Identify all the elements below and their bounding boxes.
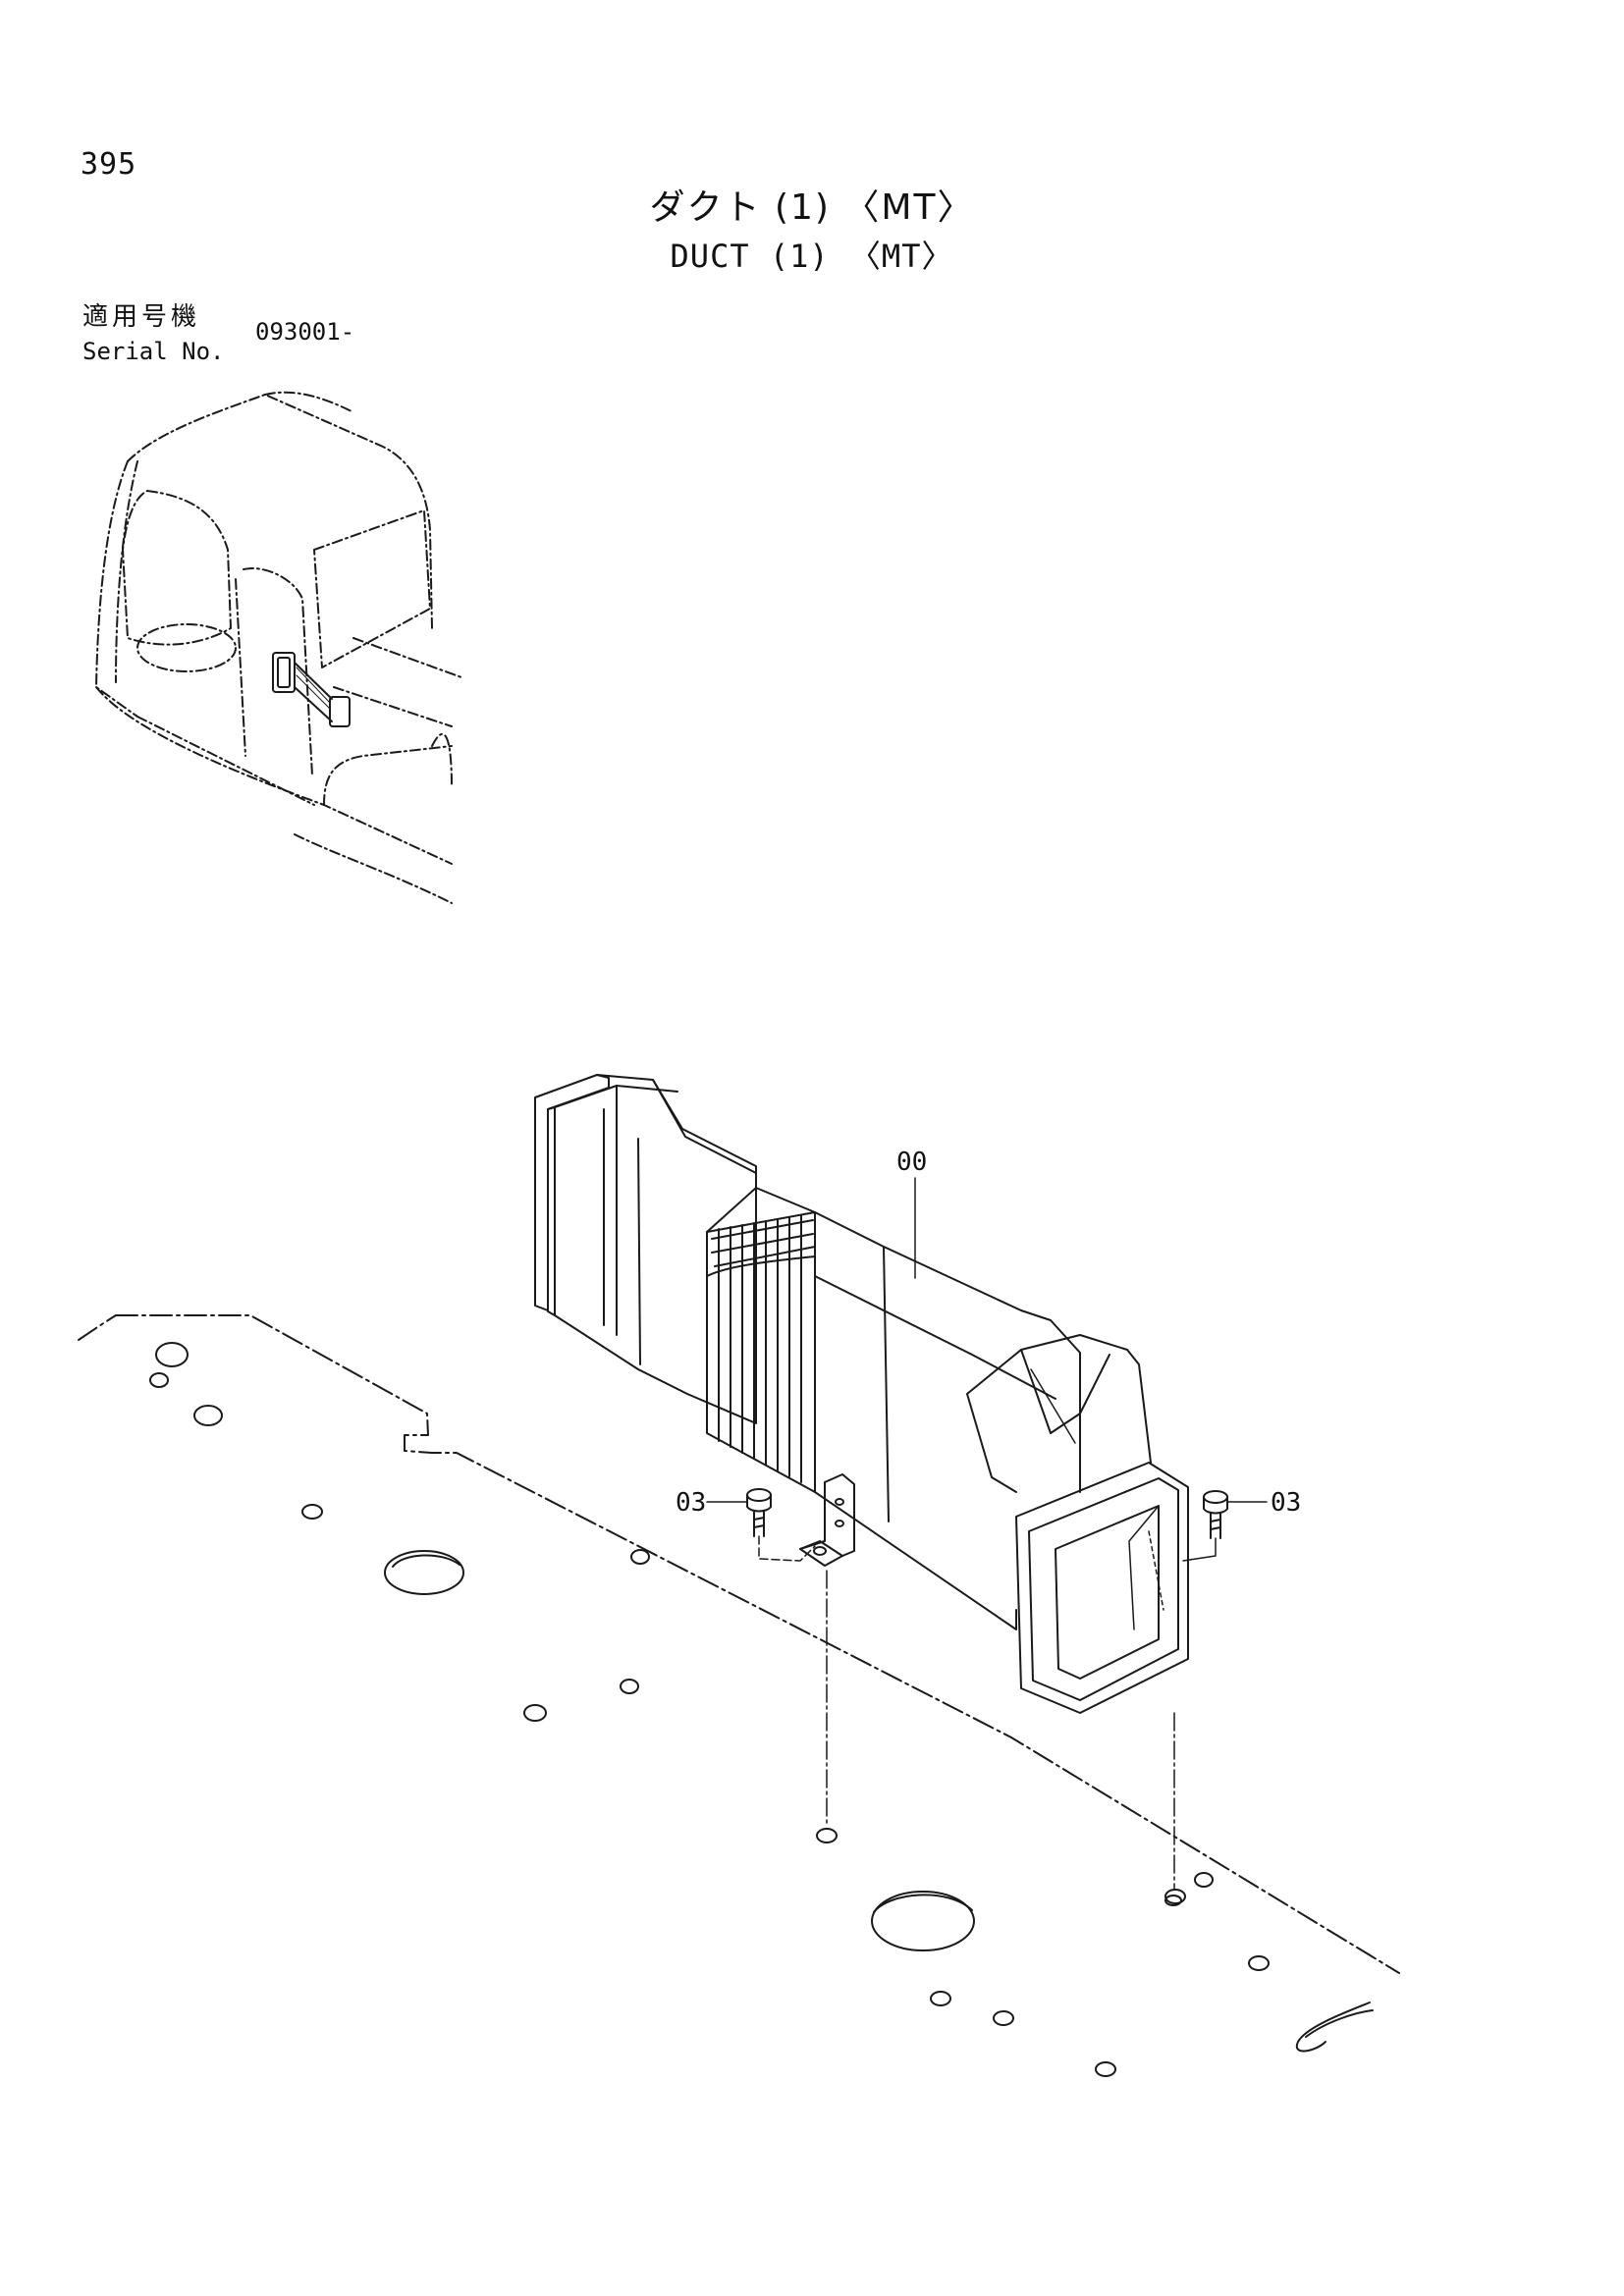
- page-title-jp: ダクト (1) 〈MT〉: [649, 187, 975, 228]
- floor-plate: [78, 1314, 1400, 2077]
- callout-duct: 00: [896, 1148, 927, 1177]
- serial-label-jp: 適用号機: [82, 302, 201, 332]
- serial-label-en: Serial No.: [82, 338, 225, 365]
- serial-value: 093001-: [255, 318, 355, 346]
- bolt-left: [746, 1488, 772, 1537]
- cab-duct-highlight: [272, 652, 351, 727]
- bolt-right: [1203, 1490, 1228, 1539]
- callout-bolt-right: 03: [1271, 1488, 1301, 1518]
- leader-lines: [706, 1177, 1268, 1891]
- duct-bellows: [706, 1187, 816, 1493]
- callout-bolt-left: 03: [676, 1488, 706, 1518]
- duct-assembly: [534, 1074, 1189, 1714]
- mounting-bracket: [799, 1473, 855, 1567]
- page-title-en: DUCT (1) 〈MT〉: [670, 238, 954, 275]
- duct-outlet-frame: [1015, 1462, 1189, 1714]
- cab-locator-illustration: [95, 391, 462, 904]
- page-number: 395: [81, 147, 137, 182]
